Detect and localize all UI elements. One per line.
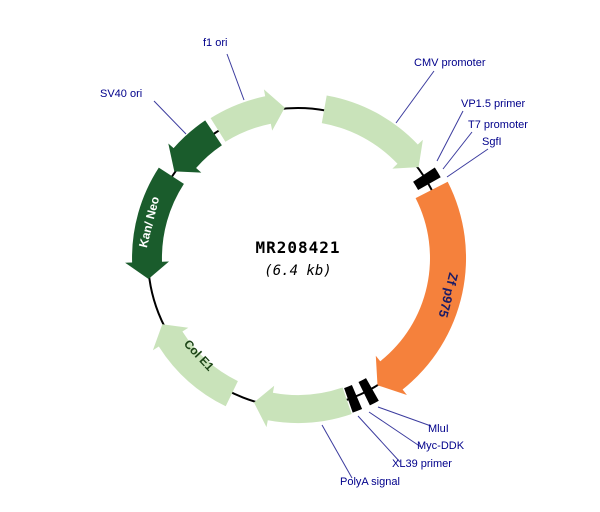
callout-line-cmv xyxy=(395,70,435,124)
feature-arrow-zfp975 xyxy=(375,181,467,395)
label-sv40-ori: SV40 ori xyxy=(100,88,143,100)
plasmid-size: (6.4 kb) xyxy=(264,263,332,279)
callout-line-t7 xyxy=(442,131,473,170)
feature-arrow-polya xyxy=(253,385,352,428)
callout-line-sgfi xyxy=(446,148,489,178)
label-f1-ori: f1 ori xyxy=(203,37,228,49)
feature-arrow-sv40-ori xyxy=(168,120,222,173)
tick-xl39 xyxy=(344,385,363,413)
callout-line-myc-ddk xyxy=(368,411,422,448)
label-polya-signal: PolyA signal xyxy=(340,476,400,488)
label-myc-ddk-tag: Myc-DDK xyxy=(417,440,465,452)
tick-myc-ddk xyxy=(358,378,379,406)
callout-line-polya xyxy=(321,424,353,479)
feature-arrow-f1-ori xyxy=(210,89,285,142)
feature-arrows xyxy=(125,89,467,428)
feature-arrow-kan-neo xyxy=(125,167,184,279)
label-sgfi-site: SgfI xyxy=(482,136,502,148)
label-t7-promoter: T7 promoter xyxy=(468,119,528,131)
callout-line-mlui xyxy=(377,406,432,427)
label-vp15-primer: VP1.5 primer xyxy=(461,98,526,110)
plasmid-name: MR208421 xyxy=(255,238,341,257)
feature-arrow-cmv xyxy=(321,95,423,169)
label-xl39-primer: XL39 primer xyxy=(392,458,452,470)
label-cmv-promoter: CMV promoter xyxy=(414,57,486,69)
tick-t7-sgfi xyxy=(413,167,441,190)
callout-line-xl39 xyxy=(357,415,401,463)
callout-line-vp15 xyxy=(436,110,464,162)
callout-line-f1-ori xyxy=(226,53,245,101)
callout-lines xyxy=(153,53,489,479)
feature-arrow-col-e1 xyxy=(152,324,238,407)
label-mlui-site: MluI xyxy=(428,423,449,435)
callout-line-sv40-ori xyxy=(153,100,187,135)
plasmid-center-text: MR208421 (6.4 kb) xyxy=(208,238,388,279)
